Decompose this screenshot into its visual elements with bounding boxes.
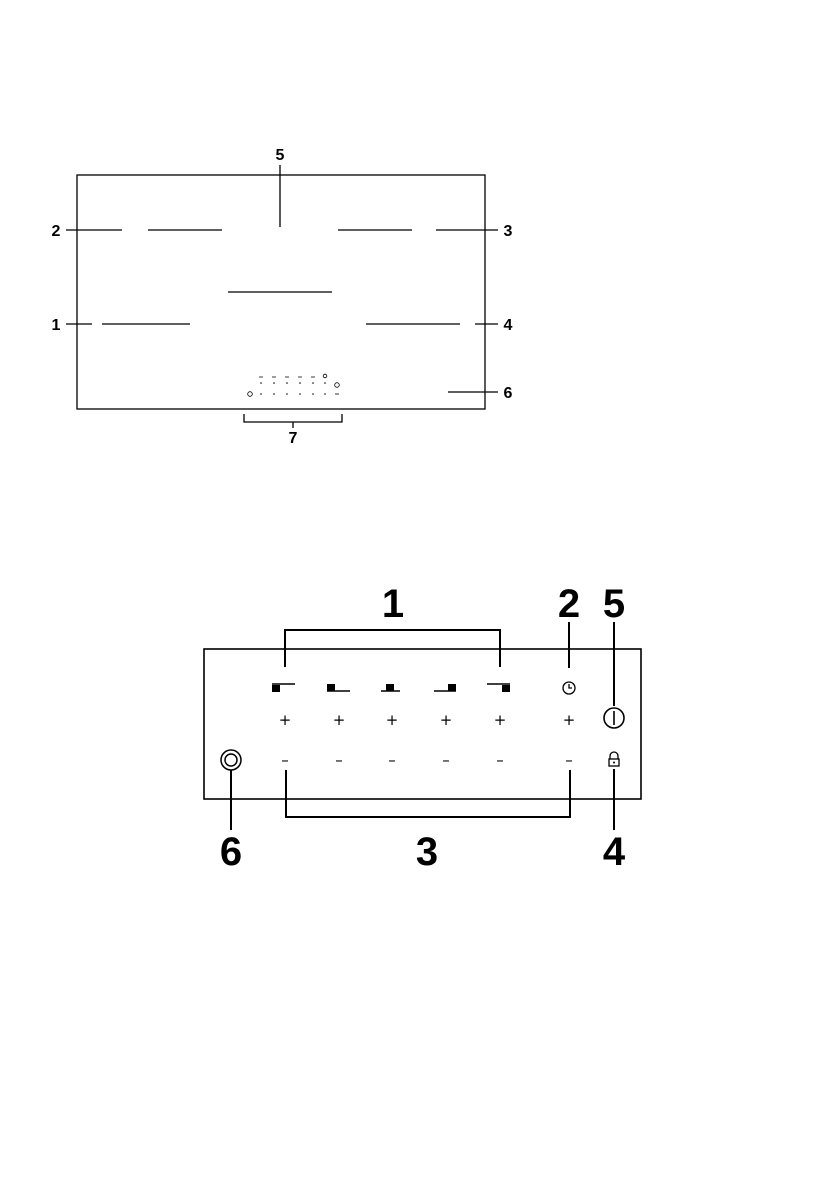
minus-button-zone-3[interactable]: – [388, 751, 396, 769]
panel-callout-6: 6 [220, 830, 242, 874]
hob-callout-7: 7 [289, 430, 298, 447]
mini-control-dots [260, 382, 326, 395]
plus-button-zone-5[interactable]: + [494, 711, 507, 729]
mini-control-panel [248, 374, 340, 396]
panel-callout-3: 3 [416, 830, 438, 874]
minus-button-zone-5[interactable]: – [496, 751, 504, 769]
zone-center-icon[interactable] [381, 684, 400, 691]
zone-front-left-icon[interactable] [327, 684, 350, 691]
hob-diagram [66, 165, 498, 428]
hob-callout-1: 1 [52, 317, 61, 334]
panel-callout-4: 4 [603, 830, 626, 874]
zone-rear-left-icon[interactable] [272, 684, 295, 692]
leader-7-bracket [244, 414, 342, 428]
plus-button-zone-1[interactable]: + [279, 711, 292, 729]
hob-callout-6: 6 [504, 385, 513, 402]
lock-icon[interactable] [609, 752, 619, 766]
clock-icon[interactable] [563, 682, 575, 694]
minus-button-zone-4[interactable]: – [442, 751, 450, 769]
plus-button-zone-2[interactable]: + [333, 711, 346, 729]
panel-callout-1: 1 [382, 582, 404, 626]
hob-callout-4: 4 [504, 317, 513, 334]
zone-selector-icons [272, 684, 510, 692]
power-icon[interactable] [604, 708, 624, 728]
plus-button-zone-3[interactable]: + [386, 711, 399, 729]
bracket-3 [286, 770, 570, 817]
hob-callout-2: 2 [52, 223, 61, 240]
panel-callout-2: 2 [558, 582, 580, 626]
control-panel-outline [204, 649, 641, 799]
control-panel-diagram [204, 622, 641, 830]
plus-keys: + + + + + + [279, 711, 576, 729]
panel-callout-5: 5 [603, 582, 625, 626]
minus-keys: – – – – – – [281, 751, 573, 769]
minus-button-zone-1[interactable]: – [281, 751, 289, 769]
hob-callouts: 5 2 3 1 4 6 7 [52, 147, 513, 447]
hob-callout-3: 3 [504, 223, 513, 240]
zone-front-right-icon[interactable] [434, 684, 456, 691]
minus-button-timer[interactable]: – [565, 751, 573, 769]
hob-callout-5: 5 [276, 147, 285, 164]
double-circle-icon[interactable] [221, 750, 241, 770]
plus-button-timer[interactable]: + [563, 711, 576, 729]
plus-button-zone-4[interactable]: + [440, 711, 453, 729]
minus-button-zone-2[interactable]: – [335, 751, 343, 769]
zone-rear-right-icon[interactable] [487, 684, 510, 692]
